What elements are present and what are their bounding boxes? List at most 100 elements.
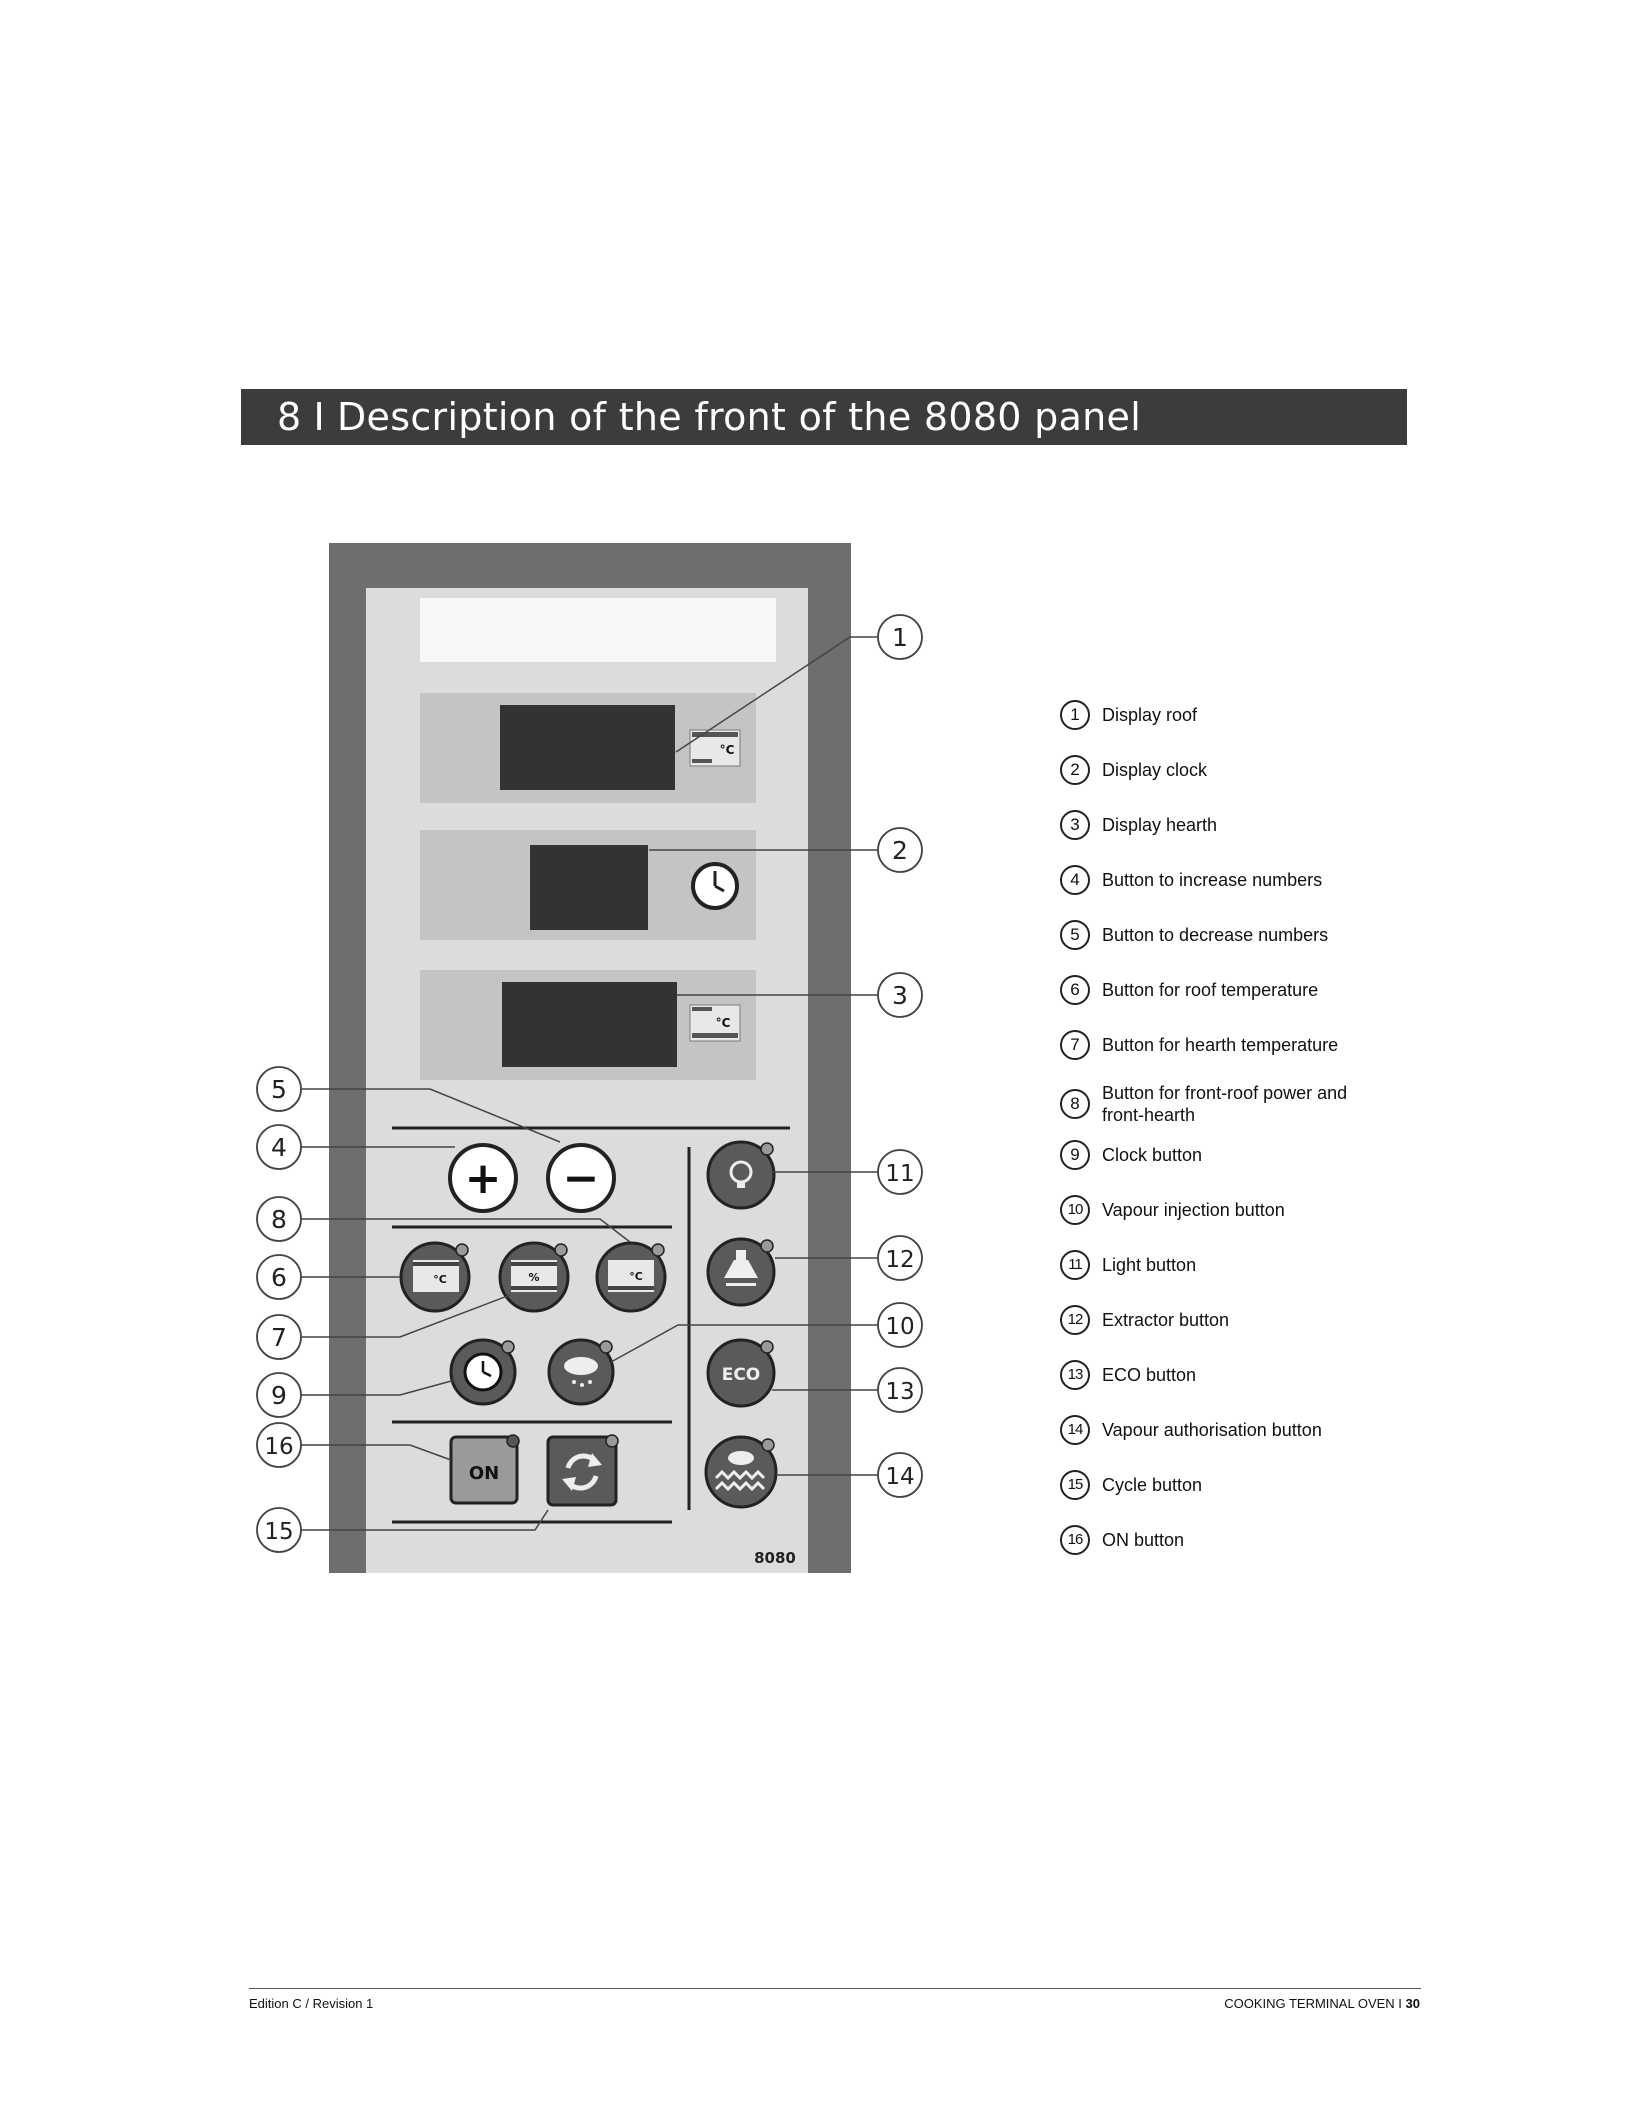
roof-button-unit: °C bbox=[433, 1273, 447, 1286]
hearth-temperature-button[interactable]: °C bbox=[595, 1241, 667, 1313]
legend-label: Display hearth bbox=[1102, 815, 1218, 835]
cycle-arrows-icon bbox=[562, 1453, 602, 1491]
callout-6: 6 bbox=[256, 1254, 302, 1300]
vapour-injection-button[interactable] bbox=[547, 1338, 615, 1406]
callout-12: 12 bbox=[877, 1235, 923, 1281]
callout-number: 1 bbox=[892, 623, 908, 652]
plus-symbol: + bbox=[465, 1153, 502, 1204]
vapour-authorisation-icon bbox=[714, 1451, 766, 1492]
legend-number: 2 bbox=[1060, 755, 1090, 785]
callout-number: 12 bbox=[885, 1247, 914, 1273]
callout-number: 16 bbox=[264, 1434, 293, 1460]
callout-number: 6 bbox=[271, 1263, 287, 1292]
legend-item: 12 Extractor button bbox=[1060, 1305, 1229, 1335]
legend-label: Button to decrease numbers bbox=[1102, 925, 1329, 945]
legend-item: 8 Button for front-roof power and front-h… bbox=[1060, 1082, 1392, 1126]
legend-item: 5 Button to decrease numbers bbox=[1060, 920, 1328, 950]
cycle-button[interactable] bbox=[546, 1434, 619, 1507]
legend-item: 1 Display roof bbox=[1060, 700, 1197, 730]
display-clock-screen bbox=[530, 845, 648, 930]
front-power-button[interactable]: % bbox=[498, 1241, 570, 1313]
legend-label: Display roof bbox=[1102, 705, 1198, 725]
vapour-cloud-icon bbox=[564, 1357, 598, 1387]
vapour-authorisation-button[interactable] bbox=[704, 1435, 778, 1509]
power-button-unit: % bbox=[528, 1271, 539, 1284]
eco-button[interactable]: ECO bbox=[706, 1338, 776, 1408]
legend-item: 16 ON button bbox=[1060, 1525, 1184, 1555]
callout-number: 2 bbox=[892, 836, 908, 865]
legend-number: 7 bbox=[1060, 1030, 1090, 1060]
legend-label: Button for hearth temperature bbox=[1102, 1035, 1339, 1055]
legend-label: Vapour injection button bbox=[1102, 1200, 1285, 1220]
legend-label: Display clock bbox=[1102, 760, 1208, 780]
hearth-celsius-label: °C bbox=[716, 1016, 731, 1030]
legend-label: Button for roof temperature bbox=[1102, 980, 1319, 1000]
clock-icon bbox=[691, 862, 739, 910]
legend-number: 1 bbox=[1060, 700, 1090, 730]
decrease-button[interactable]: − bbox=[546, 1143, 616, 1213]
increase-button[interactable]: + bbox=[448, 1143, 518, 1213]
legend-item: 2 Display clock bbox=[1060, 755, 1207, 785]
legend-number: 16 bbox=[1060, 1525, 1090, 1555]
callout-number: 7 bbox=[271, 1323, 287, 1352]
roof-celsius-label: °C bbox=[720, 743, 735, 757]
callout-3: 3 bbox=[877, 972, 923, 1018]
legend-item: 15 Cycle button bbox=[1060, 1470, 1202, 1500]
light-bulb-icon bbox=[729, 1160, 753, 1188]
legend-item: 9 Clock button bbox=[1060, 1140, 1202, 1170]
legend-item: 3 Display hearth bbox=[1060, 810, 1217, 840]
legend-number: 14 bbox=[1060, 1415, 1090, 1445]
legend-label: ECO button bbox=[1102, 1365, 1197, 1385]
eco-button-label: ECO bbox=[722, 1365, 761, 1385]
footer-edition: Edition C / Revision 1 bbox=[249, 1996, 374, 2011]
legend-label: Cycle button bbox=[1102, 1475, 1203, 1495]
legend-label: ON button bbox=[1102, 1530, 1185, 1550]
section-title: Description of the front of the 8080 pan… bbox=[337, 395, 1142, 439]
legend-label: Button for front-roof power and front-he… bbox=[1102, 1083, 1348, 1125]
panel-label-strip bbox=[420, 598, 776, 662]
legend-number: 12 bbox=[1060, 1305, 1090, 1335]
callout-16: 16 bbox=[256, 1422, 302, 1468]
callout-number: 13 bbox=[885, 1379, 914, 1405]
legend-number: 9 bbox=[1060, 1140, 1090, 1170]
legend-number: 5 bbox=[1060, 920, 1090, 950]
legend-item: 14 Vapour authorisation button bbox=[1060, 1415, 1322, 1445]
display-hearth: °C bbox=[420, 970, 756, 1080]
callout-10: 10 bbox=[877, 1302, 923, 1348]
legend-label: Extractor button bbox=[1102, 1310, 1230, 1330]
light-button[interactable] bbox=[706, 1140, 776, 1210]
display-clock bbox=[420, 830, 756, 940]
legend-number: 15 bbox=[1060, 1470, 1090, 1500]
callout-number: 11 bbox=[885, 1161, 914, 1187]
callout-8: 8 bbox=[256, 1196, 302, 1242]
callout-number: 5 bbox=[271, 1075, 287, 1104]
display-roof-screen bbox=[500, 705, 675, 790]
legend-number: 3 bbox=[1060, 810, 1090, 840]
display-roof: °C bbox=[420, 693, 756, 803]
hearth-button-unit: °C bbox=[629, 1270, 643, 1283]
legend-label: Button to increase numbers bbox=[1102, 870, 1323, 890]
legend-number: 11 bbox=[1060, 1250, 1090, 1280]
callout-7: 7 bbox=[256, 1314, 302, 1360]
callout-14: 14 bbox=[877, 1452, 923, 1498]
legend-item: 7 Button for hearth temperature bbox=[1060, 1030, 1338, 1060]
roof-temperature-button[interactable]: °C bbox=[399, 1241, 471, 1313]
extractor-button[interactable] bbox=[706, 1237, 776, 1307]
extractor-hood-icon bbox=[724, 1250, 758, 1286]
minus-symbol: − bbox=[563, 1153, 600, 1204]
footer-rule bbox=[249, 1988, 1421, 1989]
clock-button[interactable] bbox=[449, 1338, 517, 1406]
footer-doc-title: COOKING TERMINAL OVEN I bbox=[1224, 1996, 1402, 2011]
legend-label: Clock button bbox=[1102, 1145, 1203, 1165]
on-button[interactable]: ON bbox=[449, 1434, 520, 1505]
callout-9: 9 bbox=[256, 1372, 302, 1418]
legend-label: Vapour authorisation button bbox=[1102, 1420, 1322, 1440]
callout-number: 14 bbox=[885, 1464, 914, 1490]
legend-number: 8 bbox=[1060, 1089, 1090, 1119]
callout-number: 10 bbox=[885, 1314, 914, 1340]
